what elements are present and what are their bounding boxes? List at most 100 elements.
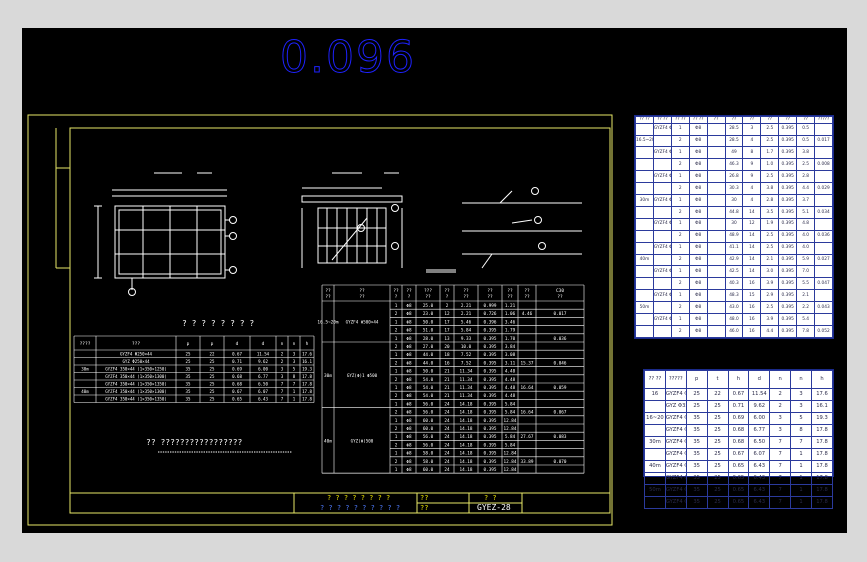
main-table-header: ??? <box>424 288 432 294</box>
reinforcement-table-cell: 4.4 <box>796 182 816 196</box>
main-table-cell: Φ8 <box>406 360 412 366</box>
main-table-cell: 24 <box>444 459 450 465</box>
main-table-cell: 12.84 <box>504 467 517 473</box>
main-table-cell: Φ8 <box>406 336 412 342</box>
main-table-header: C30 <box>556 288 564 294</box>
reinforcement-table-cell: 0.395 <box>778 194 798 207</box>
main-table-cell: 14.18 <box>460 467 473 473</box>
reinforcement-table-cell: 2.1 <box>760 253 780 267</box>
main-table-cell: 60.0 <box>423 426 434 432</box>
bearing-table-cell: 2 <box>769 388 792 401</box>
main-table-cell: 12.84 <box>504 426 517 432</box>
reinforcement-table-cell <box>706 217 726 231</box>
reinforcement-table: ?? ???? ???? ???? ??????????????????? GY… <box>634 115 834 339</box>
bearing-table-cell: 25 <box>706 424 729 437</box>
left-table-cell: GYZF4 350×44 (1×350×1250) <box>105 367 167 372</box>
bearing-table-cell: 35 <box>685 496 708 509</box>
reinforcement-table-cell: 0.395 <box>778 134 798 148</box>
reinforcement-table-cell: 30 <box>724 217 744 231</box>
reinforcement-table-cell: Φ8 <box>688 301 708 314</box>
bearing-table-cell: 6.50 <box>748 436 771 449</box>
left-table-cell: GYZ Φ250×44 <box>122 359 150 364</box>
reinforcement-table-cell: 49 <box>724 146 744 160</box>
bearing-table-cell: 50m <box>644 484 666 497</box>
main-table-cell: 14.18 <box>460 401 473 407</box>
bearing-table-cell: 6.00 <box>748 412 771 425</box>
main-table-cell: Φ8 <box>406 426 412 432</box>
reinforcement-table-cell: 2.5 <box>760 134 780 148</box>
main-table-header: ?? <box>444 288 450 294</box>
bearing-table-cell: 25 <box>706 484 729 497</box>
main-table-cell: Φ8 <box>406 385 412 391</box>
left-table-cell: 11.54 <box>257 352 270 357</box>
reinforcement-table-cell: GYZF4 Φ500×44 <box>652 170 672 184</box>
main-table-header: ?? <box>463 294 469 300</box>
main-table-cell: 11.34 <box>460 369 473 375</box>
bearing-table-cell: 25 <box>706 400 729 413</box>
reinforcement-table-cell: 0.395 <box>778 229 798 243</box>
main-table-cell: 11.34 <box>460 393 473 399</box>
reinforcement-table-cell: 0.395 <box>778 289 798 303</box>
bearing-table-header: n <box>790 370 812 389</box>
left-table-cell: 25 <box>210 397 215 402</box>
reinforcement-table-cell: 4 <box>742 182 762 196</box>
cad-canvas[interactable]: 0.096 ? ? ? ? ? ? ? ? ? ? ? ? ? ? ? ? ? … <box>22 28 847 533</box>
main-table-cell: 14.18 <box>460 459 473 465</box>
reinforcement-table-cell: 2.5 <box>796 158 816 172</box>
bearing-table-cell: 7 <box>769 484 792 497</box>
main-table-cell: 56.0 <box>423 401 434 407</box>
reinforcement-table-cell: 14 <box>742 241 762 255</box>
bearing-table-cell: 7 <box>790 436 812 449</box>
left-table-cell: 35 <box>186 397 191 402</box>
main-table-cell: 2 <box>395 393 398 399</box>
reinforcement-table-cell: 16 <box>742 277 762 291</box>
reinforcement-table-cell: Φ8 <box>688 217 708 231</box>
reinforcement-table-cell <box>706 122 726 136</box>
reinforcement-table-cell: Φ8 <box>688 205 708 219</box>
reinforcement-table-cell: 2.1 <box>796 289 816 303</box>
reinforcement-table-cell <box>706 241 726 255</box>
reinforcement-table-cell: 4 <box>742 134 762 148</box>
reinforcement-table-cell <box>706 170 726 184</box>
reinforcement-table-cell: 42.5 <box>724 265 744 279</box>
bearing-table-cell: 35 <box>685 436 708 449</box>
reinforcement-table-cell: 16 <box>742 324 762 339</box>
reinforcement-table-header: ?? <box>778 116 798 124</box>
main-table-cell: 14.18 <box>460 410 473 416</box>
reinforcement-table-cell: 0.395 <box>778 146 798 160</box>
reinforcement-table-cell: GYZF4 Φ350×44 <box>652 217 672 231</box>
bearing-table-header: p <box>685 370 708 389</box>
reinforcement-table-cell <box>652 277 672 291</box>
main-table-cell: 1 <box>395 303 398 309</box>
main-table-cell: 1 <box>395 467 398 473</box>
main-table-cell: 12 <box>444 311 450 317</box>
reinforcement-table-cell: 1 <box>670 146 690 160</box>
bearing-table-cell: 0.65 <box>727 496 750 509</box>
main-table-total-concrete: 0.036 <box>554 336 567 342</box>
reinforcement-table-cell <box>652 301 672 314</box>
left-table-cell: 7 <box>281 389 284 394</box>
bearing-table-cell <box>644 448 666 461</box>
left-table-cell: 0.69 <box>232 367 242 372</box>
bearing-table-header: h <box>727 370 750 389</box>
left-table-cell: 25 <box>186 359 191 364</box>
left-table-cell: 6.07 <box>258 389 268 394</box>
main-table-cell: 3.84 <box>505 344 516 350</box>
reinforcement-table-cell <box>814 170 833 184</box>
left-table-cell: 6.77 <box>258 374 268 379</box>
reinforcement-table-cell: 2.9 <box>760 289 780 303</box>
reinforcement-table-cell <box>635 217 654 231</box>
main-table-cell: 23.0 <box>423 311 434 317</box>
reinforcement-table-cell: 4.0 <box>796 241 816 255</box>
reinforcement-table-cell: 16 <box>742 312 762 326</box>
reinforcement-table-cell: 40.3 <box>724 277 744 291</box>
reinforcement-table-cell: 0.395 <box>778 241 798 255</box>
main-table-cell: 2 <box>395 377 398 383</box>
reinforcement-table-header: ?? <box>796 116 816 124</box>
